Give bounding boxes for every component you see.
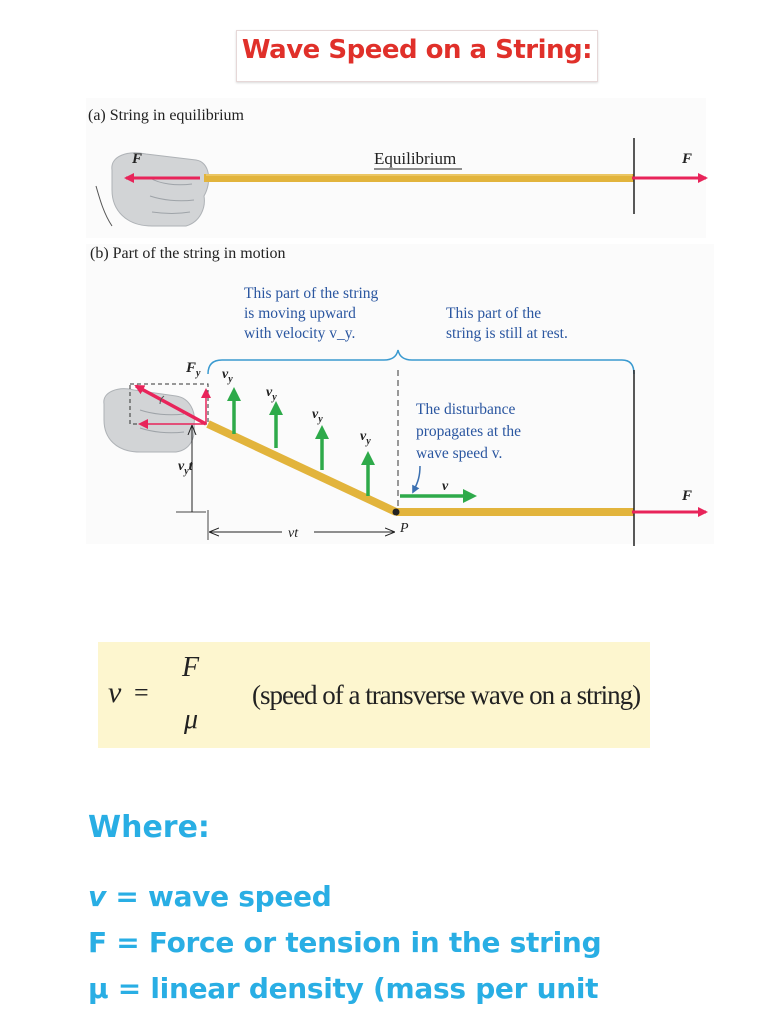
rest-note-line1: This part of the [446, 305, 541, 322]
vy-label-4: vy [360, 429, 371, 447]
disturbance-pointer [412, 465, 421, 494]
definition-mu: µ = linear density (mass per unit [88, 972, 599, 1005]
definition-v: v = wave speed [88, 880, 332, 913]
vy-label-3: vy [312, 407, 323, 425]
panel-a-label: (a) String in equilibrium [88, 107, 245, 124]
disturbance-note-line1: The disturbance [416, 401, 516, 418]
page-title: Wave Speed on a String: [241, 35, 593, 65]
formula-box [98, 642, 650, 748]
panel-b-bg [86, 244, 714, 544]
disturbance-note-line3: wave speed v. [416, 445, 502, 462]
hand-a [95, 152, 210, 227]
vt-label: vt [288, 526, 299, 541]
string-equilibrium [204, 174, 634, 182]
definition-f: F = Force or tension in the string [88, 926, 602, 959]
moving-note: This part of the string is moving upward… [244, 285, 379, 342]
title-box: Wave Speed on a String: [236, 30, 598, 82]
wave-speed-label: v [442, 479, 449, 494]
moving-note-line1: This part of the string [244, 285, 379, 302]
rest-note-line2: string is still at rest. [446, 325, 568, 342]
definition-v-symbol: v [88, 880, 106, 913]
rest-note: This part of the string is still at rest… [446, 305, 568, 342]
definition-v-text: = wave speed [105, 880, 332, 913]
vyt-label: vyt [178, 459, 194, 477]
string-rest [396, 508, 634, 516]
force-label-right-b: F [681, 488, 692, 504]
formula-denominator: μ [184, 704, 199, 735]
moving-note-line2: is moving upward [244, 305, 356, 322]
formula-lhs: v [108, 676, 122, 709]
angle-arc [159, 395, 165, 405]
force-arrow-tension [134, 384, 207, 426]
disturbance-note: The disturbance propagates at the wave s… [416, 401, 521, 462]
panel-b-label: (b) Part of the string in motion [90, 245, 286, 262]
point-p-label: P [399, 521, 409, 536]
force-label-right-a: F [681, 151, 692, 167]
point-p [392, 508, 400, 516]
disturbance-note-line2: propagates at the [416, 423, 521, 440]
formula-numerator: F [182, 652, 200, 683]
force-label-left: F [131, 151, 142, 167]
vy-label-2: vy [266, 385, 277, 403]
string-moving [206, 420, 398, 516]
fy-label: Fy [185, 360, 201, 379]
equilibrium-label: Equilibrium [374, 149, 456, 168]
brace [207, 349, 635, 375]
formula-description: (speed of a transverse wave on a string) [252, 680, 641, 710]
moving-note-line3: with velocity v_y. [244, 325, 355, 342]
formula-equals: = [134, 678, 149, 707]
vy-label-1: vy [222, 367, 233, 385]
hand-b [103, 388, 195, 453]
where-heading: Where: [88, 810, 210, 845]
